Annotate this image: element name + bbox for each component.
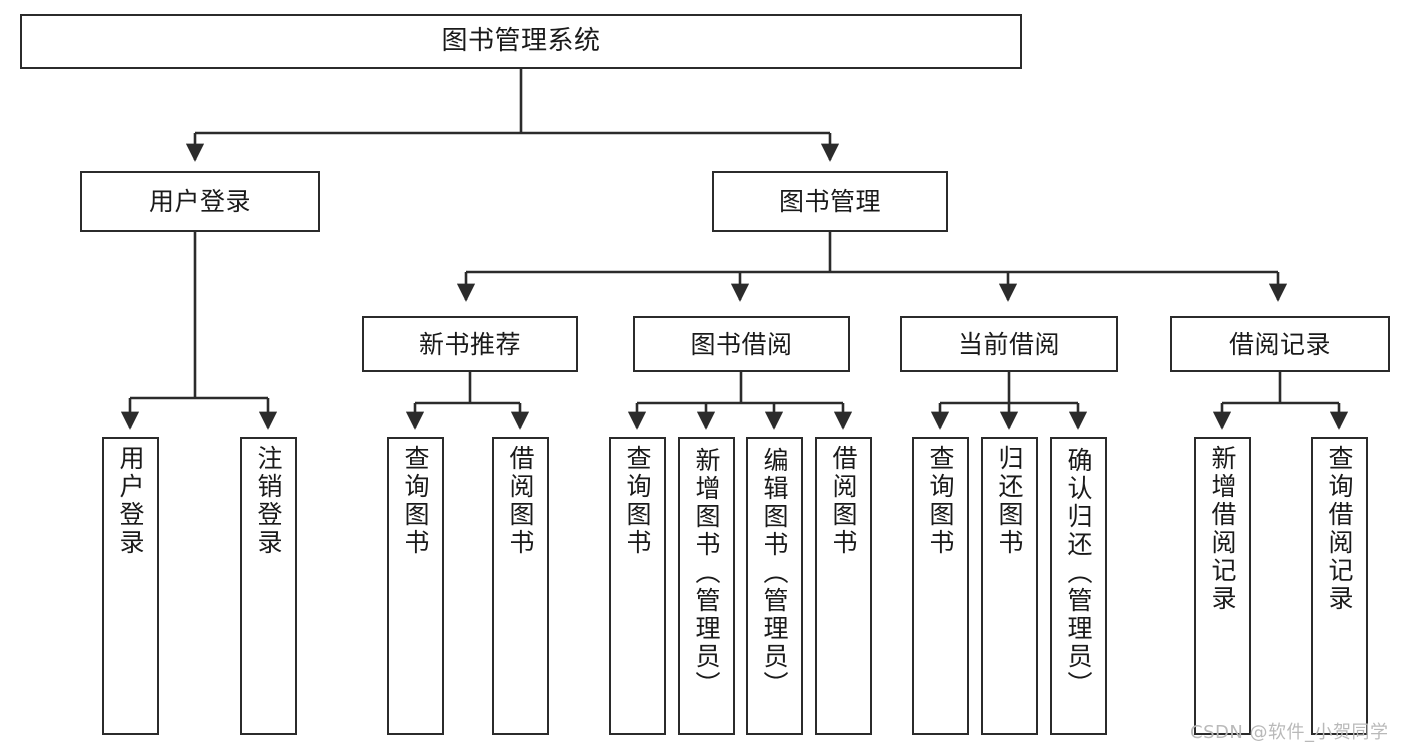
node-book-borrow[interactable]: 图书借阅 (633, 316, 850, 372)
node-label: 查询图书 (926, 445, 955, 557)
node-current-borrow[interactable]: 当前借阅 (900, 316, 1118, 372)
leaf-borrow-book[interactable]: 借阅图书 (815, 437, 872, 735)
node-label: 借阅图书 (506, 445, 535, 557)
leaf-edit-book[interactable]: 编辑图书（管理员） (746, 437, 803, 735)
leaf-user-login[interactable]: 用户登录 (102, 437, 159, 735)
node-label: 图书借阅 (690, 329, 793, 359)
node-label: 查询图书 (401, 445, 430, 557)
leaf-return-book[interactable]: 归还图书 (981, 437, 1038, 735)
node-user-login[interactable]: 用户登录 (80, 171, 320, 232)
node-label: 查询借阅记录 (1325, 445, 1354, 613)
leaf-query-book-recommend[interactable]: 查询图书 (387, 437, 444, 735)
node-borrow-record[interactable]: 借阅记录 (1170, 316, 1390, 372)
node-new-book-recommend[interactable]: 新书推荐 (362, 316, 578, 372)
node-label: 归还图书 (995, 445, 1024, 557)
leaf-query-borrow-record[interactable]: 查询借阅记录 (1311, 437, 1368, 735)
node-label: 借阅图书 (829, 445, 858, 557)
node-label: 新增借阅记录 (1208, 445, 1237, 613)
leaf-add-book[interactable]: 新增图书（管理员） (678, 437, 735, 735)
node-label: 借阅记录 (1228, 329, 1331, 359)
leaf-borrow-book-recommend[interactable]: 借阅图书 (492, 437, 549, 735)
leaf-query-book-current[interactable]: 查询图书 (912, 437, 969, 735)
node-label: 图书管理系统 (441, 26, 601, 57)
leaf-logout[interactable]: 注销登录 (240, 437, 297, 735)
leaf-add-borrow-record[interactable]: 新增借阅记录 (1194, 437, 1251, 735)
node-label: 当前借阅 (957, 329, 1060, 359)
node-root-system[interactable]: 图书管理系统 (20, 14, 1022, 69)
csdn-watermark: CSDN @软件_小贺同学 (1190, 722, 1389, 743)
leaf-confirm-return[interactable]: 确认归还（管理员） (1050, 437, 1107, 735)
node-label: 查询图书 (623, 445, 652, 557)
node-label: 确认归还（管理员） (1064, 447, 1093, 699)
node-label: 编辑图书（管理员） (760, 447, 789, 699)
node-label: 用户登录 (148, 187, 251, 216)
node-book-manage[interactable]: 图书管理 (712, 171, 948, 232)
leaf-query-book-borrow[interactable]: 查询图书 (609, 437, 666, 735)
node-label: 新增图书（管理员） (692, 447, 721, 699)
node-label: 图书管理 (778, 187, 881, 216)
node-label: 用户登录 (116, 445, 145, 557)
node-label: 注销登录 (254, 445, 283, 557)
node-label: 新书推荐 (418, 329, 521, 359)
